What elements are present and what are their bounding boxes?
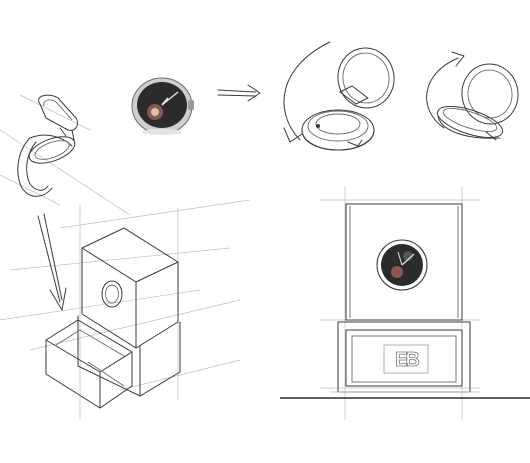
open-case-rotation-sketch bbox=[283, 41, 395, 151]
front-elevation-sketch: EB bbox=[280, 186, 530, 420]
brand-logo-plate: EB bbox=[383, 344, 429, 374]
crown bbox=[188, 100, 194, 110]
isometric-display-box-sketch bbox=[0, 199, 251, 420]
wrist-cuff-watch-sketch bbox=[0, 94, 131, 216]
brand-monogram: EB bbox=[395, 349, 419, 371]
watch-head-render bbox=[131, 77, 194, 135]
process-arrow-right bbox=[217, 84, 261, 102]
closed-case-rotation-sketch bbox=[426, 51, 519, 141]
